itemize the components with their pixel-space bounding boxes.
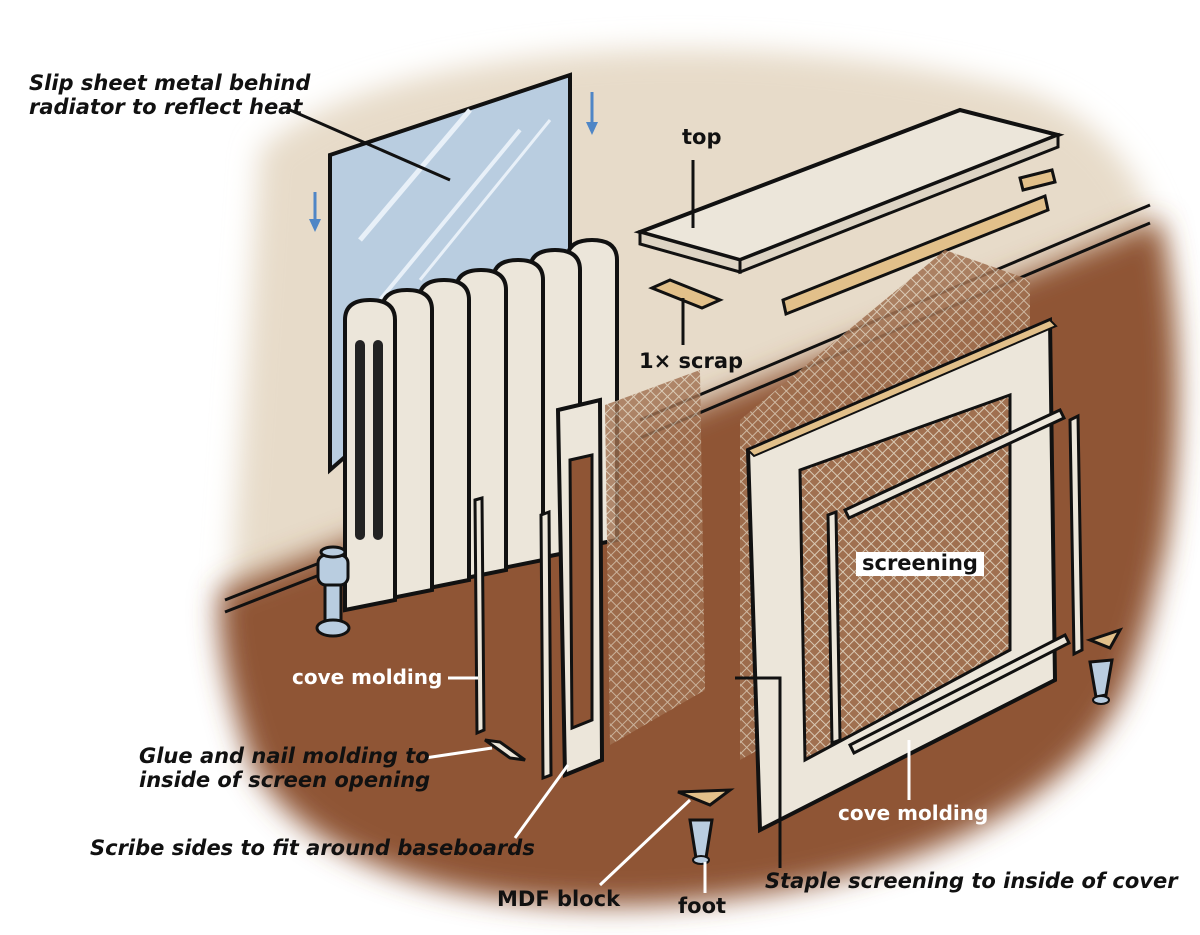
leader-lines <box>289 108 911 893</box>
side-panel <box>555 370 705 778</box>
cove-molding-pieces <box>473 408 1084 781</box>
radiator-slot <box>373 340 383 540</box>
label-glue-nail-line1: Glue and nail molding to <box>139 744 430 768</box>
label-mdf-block: MDF block <box>497 887 621 911</box>
label-foot: foot <box>678 894 727 918</box>
down-arrow-icon <box>309 92 598 232</box>
mdf-block <box>677 627 1124 807</box>
label-sheet-metal-line2: radiator to reflect heat <box>29 94 303 119</box>
label-scrap: 1× scrap <box>639 349 744 373</box>
radiator-fin <box>343 297 397 613</box>
label-cove-molding-right: cove molding <box>838 801 989 825</box>
label-glue-nail-line2: inside of screen opening <box>139 767 431 792</box>
label-staple: Staple screening to inside of cover <box>765 869 1178 893</box>
label-top: top <box>682 125 722 149</box>
top-board <box>633 107 1065 275</box>
scrap-wood <box>648 168 1057 317</box>
label-sheet-metal: Slip sheet metal behind radiator to refl… <box>29 71 311 119</box>
label-scribe: Scribe sides to fit around baseboards <box>90 836 535 860</box>
label-screening: screening <box>856 551 984 576</box>
label-glue-nail: Glue and nail molding to inside of scree… <box>139 744 431 792</box>
radiator-valve <box>315 545 351 638</box>
label-cove-molding-left: cove molding <box>292 665 443 689</box>
radiator-slot <box>355 340 365 540</box>
label-sheet-metal-line1: Slip sheet metal behind <box>29 71 311 95</box>
